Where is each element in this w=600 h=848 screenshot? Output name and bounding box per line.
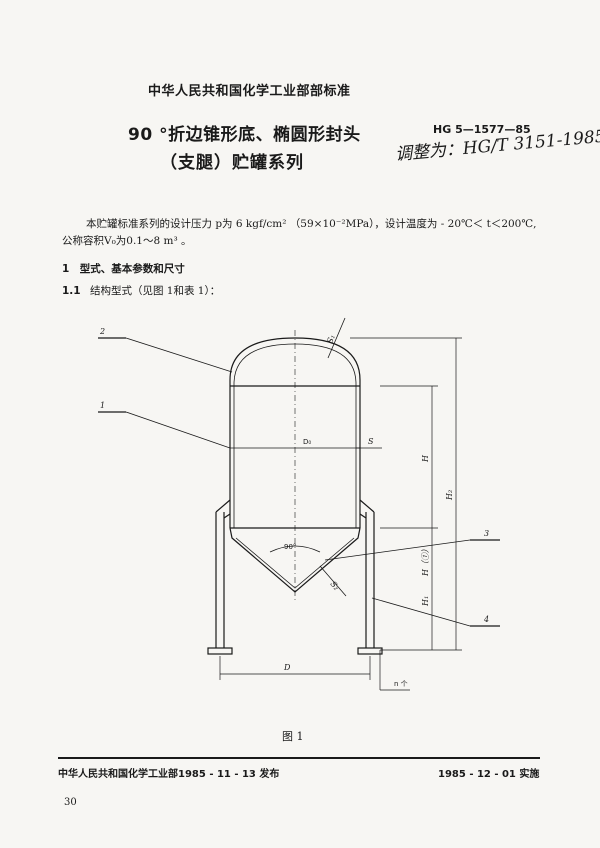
subsection-text: 结构型式（见图 1和表 1）： <box>89 285 221 297</box>
callout-1: 1 <box>100 401 105 410</box>
label-h3: H（①） <box>421 545 430 577</box>
label-h2: H₂ <box>445 490 454 501</box>
right-base-plate <box>357 647 383 655</box>
footer-rule <box>58 757 540 759</box>
figure-caption: 图 1 <box>282 730 304 743</box>
label-dn: D₀ <box>303 438 311 446</box>
document-title-line2: （支腿）贮罐系列 <box>160 153 304 173</box>
label-d: D <box>283 663 291 672</box>
issue-date: 中华人民共和国化学工业部1985 - 11 - 13 发布 <box>58 769 280 780</box>
label-s1: S₁ <box>325 333 336 344</box>
elliptical-head-outer <box>229 337 361 381</box>
label-s: S <box>368 437 374 446</box>
page-number: 30 <box>64 797 77 808</box>
callout-4: 4 <box>483 615 489 624</box>
right-support-leg <box>359 499 375 648</box>
callout-2: 2 <box>99 327 105 336</box>
label-h: H <box>421 454 430 463</box>
s2-leader <box>319 565 347 597</box>
left-base-plate <box>207 647 233 655</box>
document-title-line1: 90 °折边锥形底、椭圆形封头 <box>128 125 361 145</box>
callout-3: 3 <box>484 529 489 538</box>
standard-code: HG 5—1577—85 <box>433 123 531 136</box>
s1-leader <box>327 317 346 359</box>
body-paragraph-line1: 本贮罐标准系列的设计压力 p为 6 kgf/cm² （59×10⁻²MPa），设… <box>86 218 537 230</box>
effective-date: 1985 - 12 - 01 实施 <box>438 769 540 780</box>
label-angle: 90° <box>284 543 296 551</box>
label-s2: S₂ <box>328 580 340 592</box>
section-heading: 1 型式、基本参数和尺寸 <box>62 263 185 275</box>
cone-bottom-inner <box>235 537 355 589</box>
subsection-heading: 1.1 结构型式（见图 1和表 1）： <box>62 283 220 298</box>
subsection-number: 1.1 <box>62 285 81 297</box>
cone-angle-arc <box>269 545 321 553</box>
label-n: n 个 <box>394 680 408 688</box>
body-paragraph-line2: 公称容积V₀为0.1～8 m³ 。 <box>62 235 192 247</box>
left-support-leg <box>215 499 231 648</box>
issuing-authority-header: 中华人民共和国化学工业部部标准 <box>148 84 351 99</box>
label-h1: H₁ <box>421 596 430 607</box>
